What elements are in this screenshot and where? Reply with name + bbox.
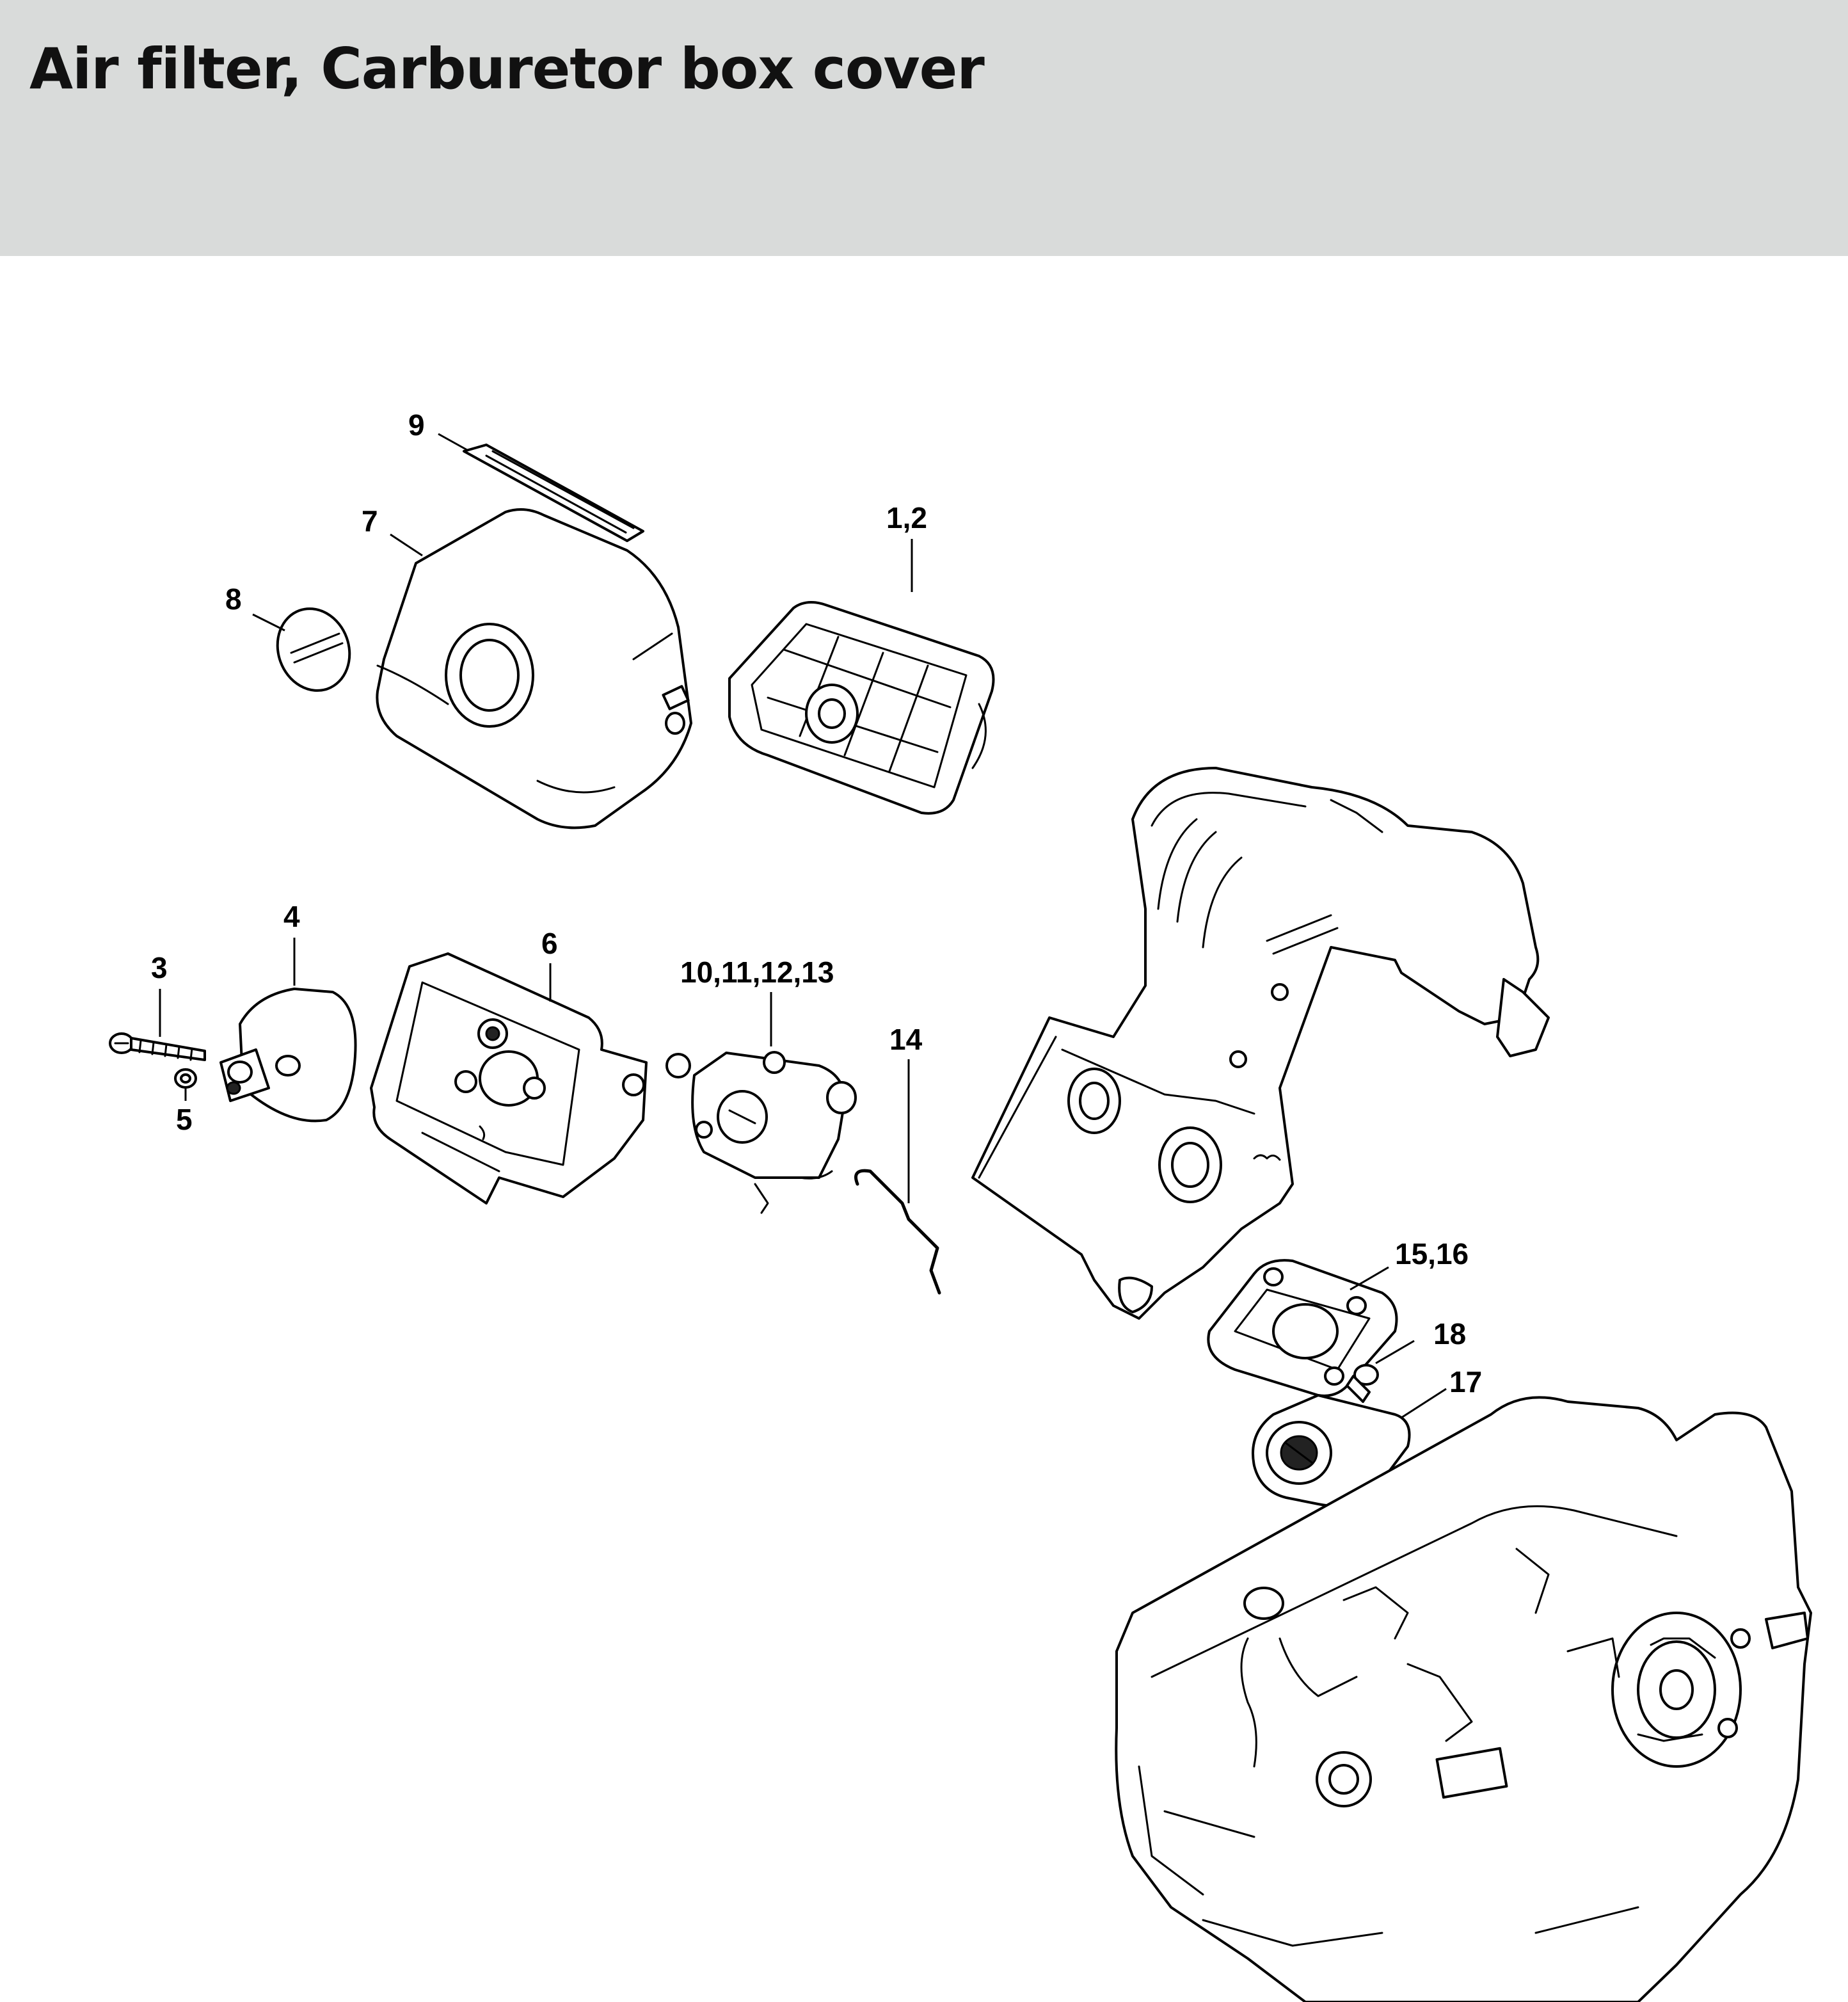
part-3-screw[interactable]	[109, 1032, 206, 1061]
label-1-2: 1,2	[886, 501, 927, 534]
engine-housing[interactable]	[1115, 1396, 1812, 2002]
handle-housing[interactable]	[971, 767, 1550, 1320]
exploded-parts-diagram: 9 7 8 1,2 4 3 6 10,11,12,13 14 5 15,16 1…	[109, 408, 1812, 2002]
label-15-16: 15,16	[1395, 1237, 1469, 1270]
label-17: 17	[1449, 1365, 1482, 1398]
title-bar: Air filter, Carburetor box cover	[0, 0, 1848, 256]
part-5-washer[interactable]	[174, 1068, 197, 1089]
label-14: 14	[889, 1023, 923, 1056]
part-8-cap[interactable]	[266, 598, 361, 701]
label-5: 5	[176, 1103, 193, 1136]
leader-lines	[159, 433, 1447, 1419]
label-10-13: 10,11,12,13	[680, 956, 834, 989]
part-labels: 9 7 8 1,2 4 3 6 10,11,12,13 14 5 15,16 1…	[151, 408, 1482, 1398]
part-4-shroud[interactable]	[219, 988, 357, 1123]
part-15-16-intake-flange[interactable]	[1207, 1259, 1398, 1397]
part-1-2-air-filter[interactable]	[728, 601, 995, 815]
part-18-screw[interactable]	[1346, 1364, 1379, 1403]
part-7-carburetor-box-cover[interactable]	[376, 508, 692, 829]
label-18: 18	[1433, 1317, 1466, 1350]
part-14-throttle-rod[interactable]	[854, 1169, 941, 1295]
page-title: Air filter, Carburetor box cover	[29, 36, 985, 102]
label-7: 7	[362, 504, 378, 538]
label-6: 6	[541, 927, 558, 960]
part-6-carburetor-box[interactable]	[370, 952, 648, 1205]
part-10-13-carburetor[interactable]	[665, 1051, 857, 1214]
part-9-filter-strip[interactable]	[463, 444, 644, 542]
part-17-manifold[interactable]	[1252, 1394, 1411, 1508]
label-8: 8	[225, 582, 242, 616]
label-3: 3	[151, 951, 168, 984]
label-4: 4	[283, 900, 300, 933]
label-9: 9	[408, 408, 425, 442]
